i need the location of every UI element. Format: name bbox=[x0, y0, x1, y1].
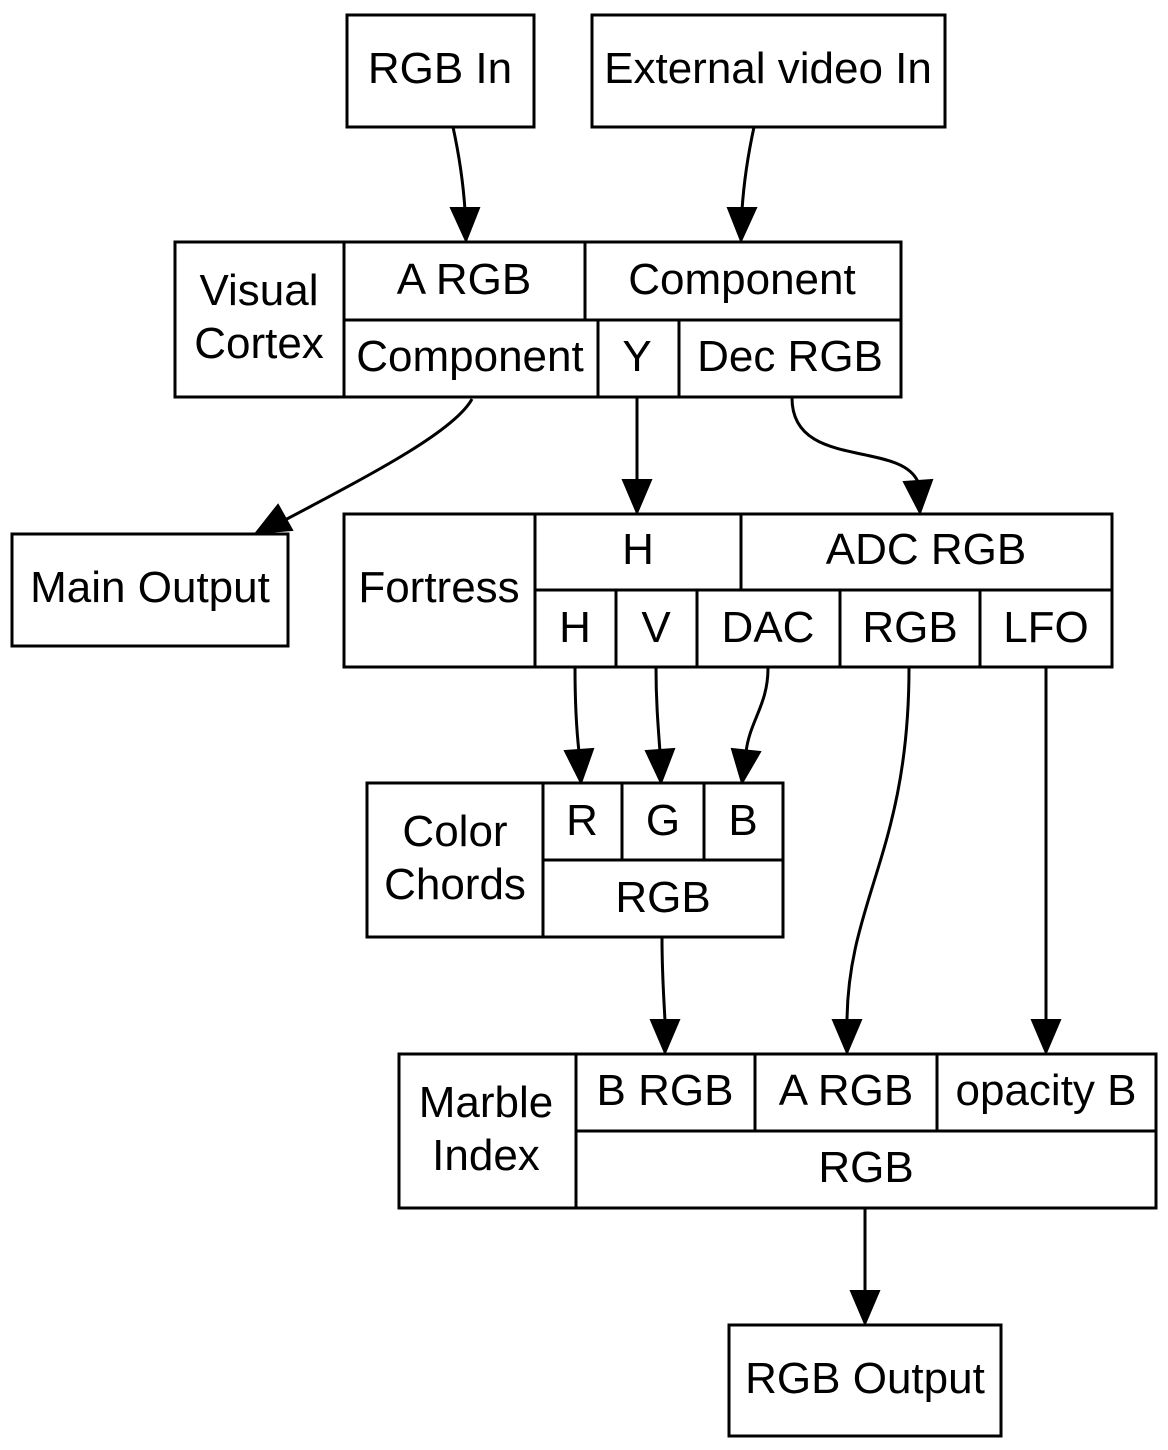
node-title: Fortress bbox=[358, 563, 519, 612]
node-external-video-in: External video In bbox=[590, 13, 947, 129]
arrowhead bbox=[849, 1290, 881, 1327]
port-out-rgb: RGB bbox=[862, 603, 957, 652]
node-color-chords: Color Chords R G B RGB bbox=[365, 781, 785, 939]
edge-fortress-rgb-to-marbleindex-argb bbox=[845, 667, 911, 1022]
node-label: RGB In bbox=[368, 44, 512, 93]
node-visual-cortex: Visual Cortex A RGB Component Component … bbox=[173, 240, 903, 399]
arrowhead bbox=[563, 747, 595, 786]
port-in-b: B bbox=[728, 796, 757, 845]
port-in-h: H bbox=[622, 525, 654, 574]
arrowhead bbox=[726, 207, 758, 244]
edge-visualcortex-decrgb-to-fortress-adcrgb bbox=[790, 397, 920, 483]
edge-colorchords-rgb-to-marbleindex-brgb bbox=[660, 937, 667, 1022]
port-out-h: H bbox=[559, 603, 591, 652]
port-out-dec-rgb: Dec RGB bbox=[697, 332, 883, 381]
node-title-line-1: Visual bbox=[199, 266, 318, 315]
arrowhead bbox=[621, 479, 653, 516]
node-title-line-2: Chords bbox=[384, 860, 526, 909]
port-out-lfo: LFO bbox=[1003, 603, 1089, 652]
port-out-component: Component bbox=[356, 332, 583, 381]
node-title-line-2: Cortex bbox=[194, 319, 324, 368]
edge-externalvideo-to-visualcortex bbox=[740, 126, 756, 211]
port-in-r: R bbox=[566, 796, 598, 845]
arrowhead bbox=[253, 503, 294, 535]
node-marble-index: Marble Index B RGB A RGB opacity B RGB bbox=[397, 1052, 1158, 1210]
port-out-rgb: RGB bbox=[818, 1143, 913, 1192]
node-main-output: Main Output bbox=[10, 532, 290, 648]
node-label: Main Output bbox=[30, 563, 270, 612]
node-label: RGB Output bbox=[745, 1354, 985, 1403]
port-out-dac: DAC bbox=[722, 603, 815, 652]
arrowhead bbox=[902, 478, 934, 516]
arrowhead bbox=[730, 747, 762, 786]
edge-rgbin-to-visualcortex bbox=[451, 126, 467, 211]
node-rgb-output: RGB Output bbox=[727, 1323, 1003, 1438]
port-out-v: V bbox=[641, 603, 671, 652]
arrowhead bbox=[1030, 1019, 1062, 1056]
edges bbox=[253, 126, 1062, 1327]
arrowhead bbox=[831, 1019, 863, 1056]
node-fortress: Fortress H ADC RGB H V DAC RGB LFO bbox=[342, 512, 1114, 669]
port-in-opacity-b: opacity B bbox=[956, 1066, 1137, 1115]
port-in-component: Component bbox=[628, 255, 855, 304]
node-label: External video In bbox=[604, 44, 932, 93]
arrowhead bbox=[649, 1019, 681, 1056]
edge-visualcortex-component-to-mainoutput bbox=[284, 398, 474, 522]
edge-fortress-dac-to-colorchords-b bbox=[744, 667, 770, 753]
port-in-a-rgb: A RGB bbox=[779, 1066, 914, 1115]
port-in-g: G bbox=[646, 796, 680, 845]
node-title-line-2: Index bbox=[432, 1131, 540, 1180]
edge-fortress-h-to-colorchords-r bbox=[573, 667, 581, 753]
port-in-a-rgb: A RGB bbox=[397, 255, 532, 304]
arrowhead bbox=[449, 207, 481, 244]
node-rgb-in: RGB In bbox=[345, 13, 536, 129]
arrowhead bbox=[644, 747, 676, 786]
port-in-adc-rgb: ADC RGB bbox=[826, 525, 1026, 574]
edge-fortress-v-to-colorchords-g bbox=[654, 667, 662, 753]
port-in-b-rgb: B RGB bbox=[597, 1066, 734, 1115]
node-title-line-1: Color bbox=[402, 807, 507, 856]
port-out-y: Y bbox=[622, 332, 651, 381]
port-out-rgb: RGB bbox=[615, 873, 710, 922]
node-title-line-1: Marble bbox=[419, 1078, 554, 1127]
